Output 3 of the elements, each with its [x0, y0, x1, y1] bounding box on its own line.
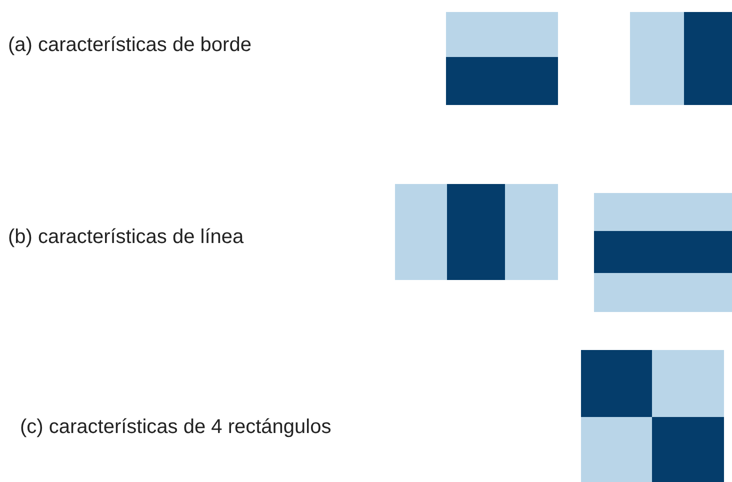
- feature-caption: (c) características de 4 rectángulos: [20, 416, 332, 439]
- feature-caption: (a) características de borde: [8, 34, 252, 57]
- feature-caption: (b) características de línea: [8, 226, 244, 249]
